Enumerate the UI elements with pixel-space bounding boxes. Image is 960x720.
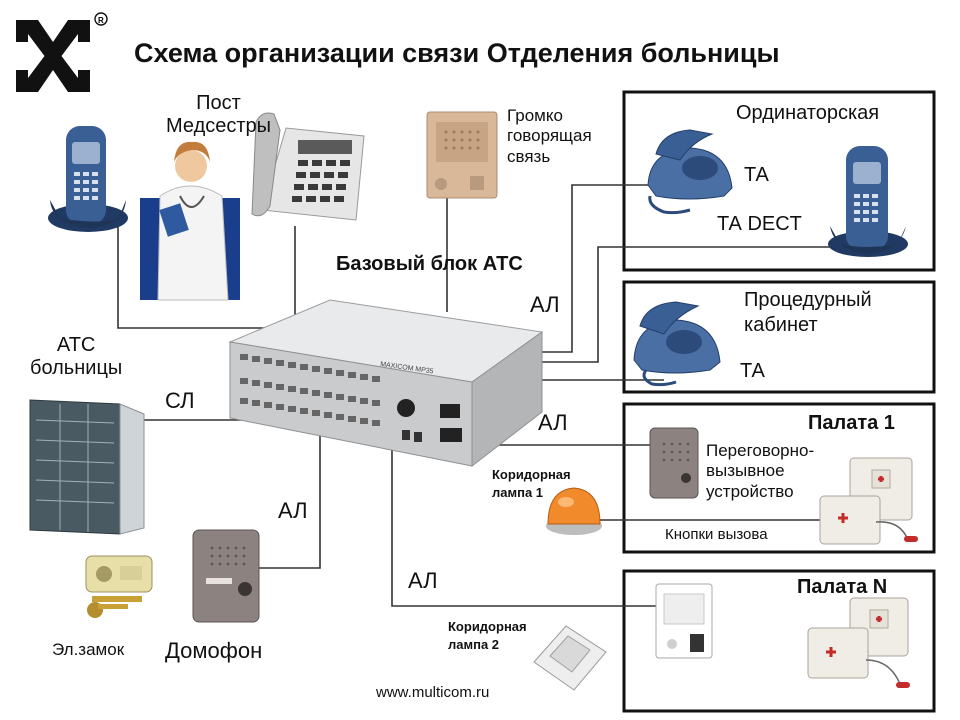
room-box-palataN (622, 569, 936, 713)
al-label-bottom: АЛ (408, 568, 438, 593)
palata1-buttons-label: Кнопки вызова (665, 526, 768, 543)
dect-phone-left (48, 126, 128, 232)
ward1-call-buttons (819, 457, 918, 545)
electric-lock (85, 555, 153, 618)
hospital-pbx-label: АТС больницы (30, 334, 123, 379)
room-procedurny-title: Процедурный кабинет (744, 289, 872, 336)
room-palata1-title: Палата 1 (808, 412, 895, 434)
dect-phone-ordinatorskaya (828, 146, 908, 257)
lock-label: Эл.замок (52, 640, 125, 659)
corridor-lamp-2-label: Коридорная лампа 2 (448, 619, 527, 652)
al-label-mid: АЛ (538, 410, 568, 435)
loudspeaker-device (426, 111, 498, 199)
room-box-palata1 (622, 402, 936, 554)
room-box-procedurny (622, 280, 936, 394)
al-label-left: АЛ (278, 498, 308, 523)
corridor-lamp-1-label: Коридорная лампа 1 (492, 467, 571, 500)
intercom-label: Домофон (165, 638, 263, 663)
ordinatorskaya-ta-dect-label: ТА DECT (717, 213, 802, 235)
corridor-lamp-1 (546, 487, 602, 535)
intercom-panel (192, 529, 260, 623)
procedurny-ta-label: ТА (740, 360, 765, 382)
wardN-call-buttons (807, 597, 910, 688)
palata1-device-label: Переговорно- вызывное устройство (706, 441, 815, 501)
connection-lines (117, 184, 844, 607)
room-palataN-title: Палата N (797, 576, 888, 598)
room-ordinatorskaya-title: Ординаторская (736, 102, 880, 124)
desk-phone-ordinatorskaya (647, 129, 733, 215)
ordinatorskaya-ta-label: ТА (744, 164, 769, 186)
svg-text:R: R (98, 16, 104, 25)
base-unit-label: Базовый блок АТС (336, 253, 523, 275)
hospital-pbx-rack (29, 399, 145, 535)
room-box-ordinatorskaya (622, 90, 936, 272)
pbx-base-unit: MAXICOM MP35 (228, 299, 544, 468)
desk-phone-procedurny (633, 301, 721, 387)
loudspeaker-label: Громко говорящая связь (507, 106, 592, 166)
corridor-lamp-2 (533, 625, 607, 691)
system-phone (251, 112, 365, 221)
ward-intercom-station (649, 427, 699, 499)
al-label-top: АЛ (530, 292, 560, 317)
nurse-figure (140, 141, 240, 301)
diagram-title: Схема организации связи Отделения больни… (134, 38, 780, 68)
sl-label: СЛ (165, 388, 195, 413)
nurse-post-label: Пост Медсестры (166, 92, 272, 137)
footer-url: www.multicom.ru (376, 684, 490, 701)
multicom-logo: R (14, 12, 108, 92)
wardN-intercom-station (655, 583, 713, 659)
